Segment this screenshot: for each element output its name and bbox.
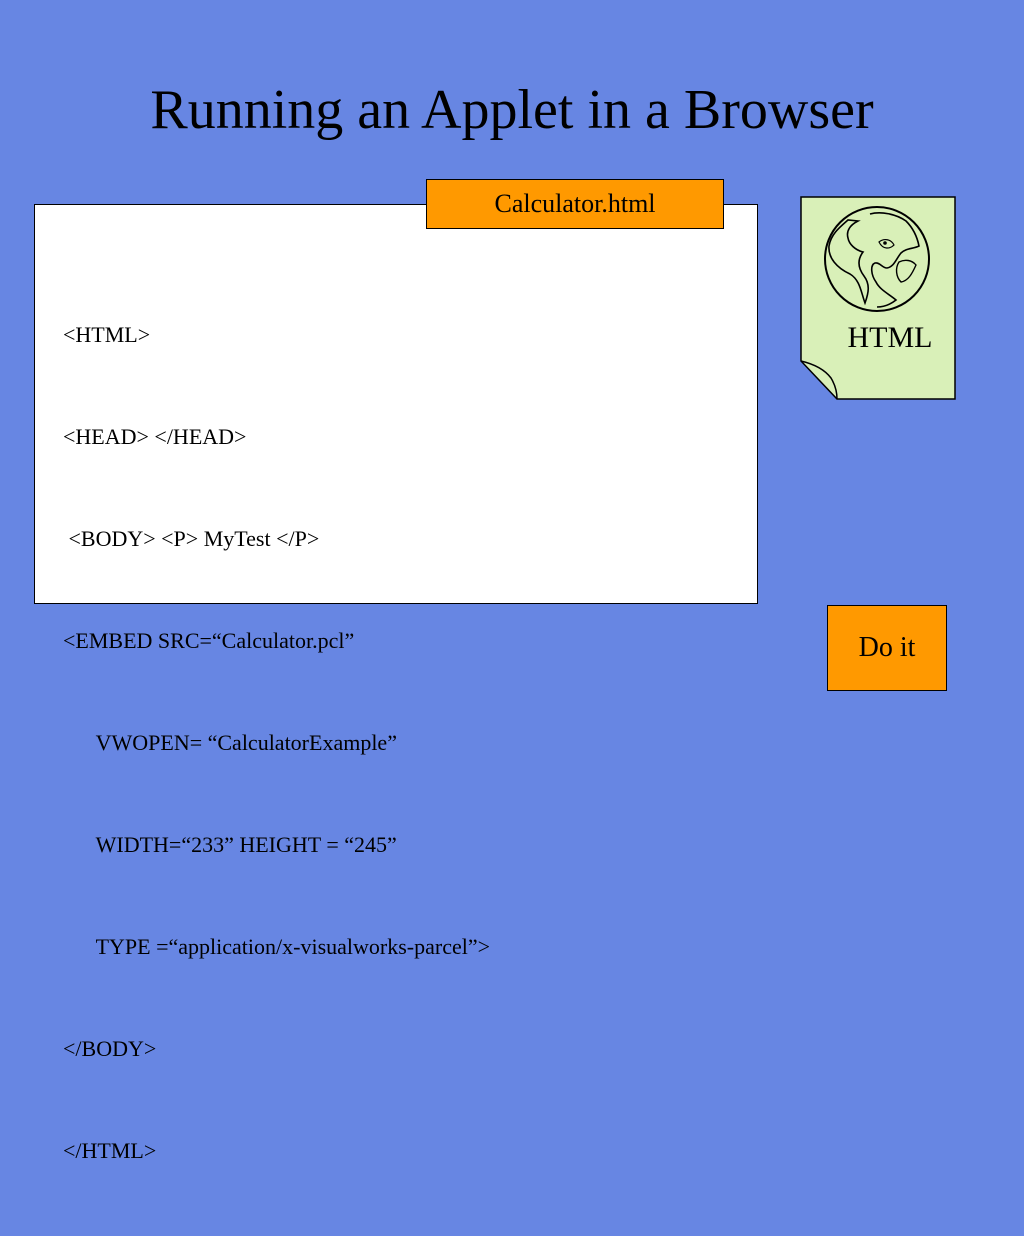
code-line: </BODY> xyxy=(63,1036,157,1061)
code-line: <HTML> xyxy=(63,322,151,347)
code-line: <EMBED SRC=“Calculator.pcl” xyxy=(63,628,355,653)
code-line: TYPE =“application/x-visualworks-parcel”… xyxy=(63,934,491,959)
file-type-label: HTML xyxy=(847,321,933,354)
html-file-icon[interactable]: HTML xyxy=(800,196,956,400)
code-line: <BODY> <P> MyTest </P> xyxy=(63,526,320,551)
code-lines: <HTML> <HEAD> </HEAD> <BODY> <P> MyTest … xyxy=(63,250,490,1236)
code-line: <HEAD> </HEAD> xyxy=(63,424,247,449)
do-it-button[interactable]: Do it xyxy=(827,605,947,691)
slide-title: Running an Applet in a Browser xyxy=(150,79,874,141)
globe-icon xyxy=(824,206,930,312)
filename-tab: Calculator.html xyxy=(426,179,724,229)
code-line: WIDTH=“233” HEIGHT = “245” xyxy=(63,832,397,857)
code-line: </HTML> xyxy=(63,1138,157,1163)
code-line: VWOPEN= “CalculatorExample” xyxy=(63,730,397,755)
globe-document-icon xyxy=(800,196,956,400)
code-panel: <HTML> <HEAD> </HEAD> <BODY> <P> MyTest … xyxy=(34,204,758,1163)
